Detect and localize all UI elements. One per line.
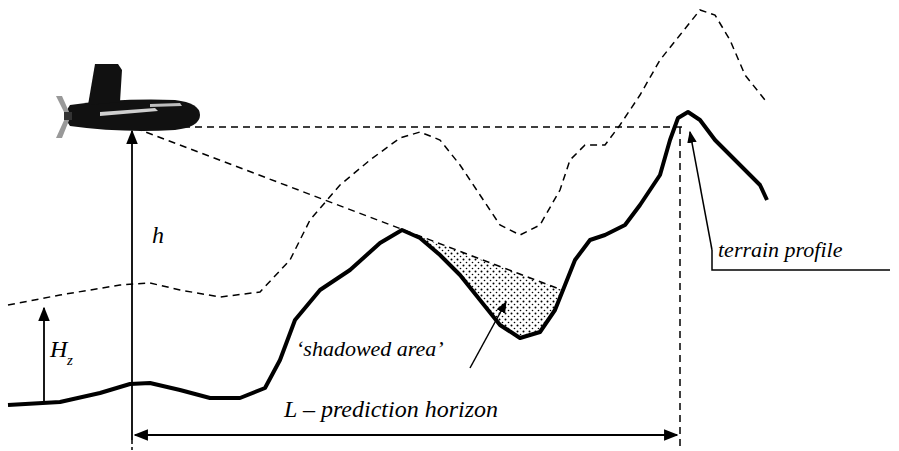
horizon-dimension [135,434,677,436]
terrain-line [8,112,767,405]
clearance-label: H [50,336,67,362]
start-line [131,440,133,450]
altitude-label: h [152,222,164,248]
shadowed-area [402,230,562,338]
horizon-line [135,126,682,128]
shadowed-area-label: ‘shadowed area’ [296,337,444,361]
altitude-arrow [131,131,133,440]
safety-altitude-profile [8,10,765,305]
clearance-arrow [43,308,45,404]
leader-line [690,132,712,250]
aircraft-icon [56,64,200,138]
terrain-profile-label: terrain profile [718,238,842,262]
clearance-subscript: z [67,352,73,369]
leader-line [470,302,506,368]
horizon-end-line [679,127,681,448]
line-of-sight [135,128,562,290]
horizon-label: L – prediction horizon [284,396,498,422]
